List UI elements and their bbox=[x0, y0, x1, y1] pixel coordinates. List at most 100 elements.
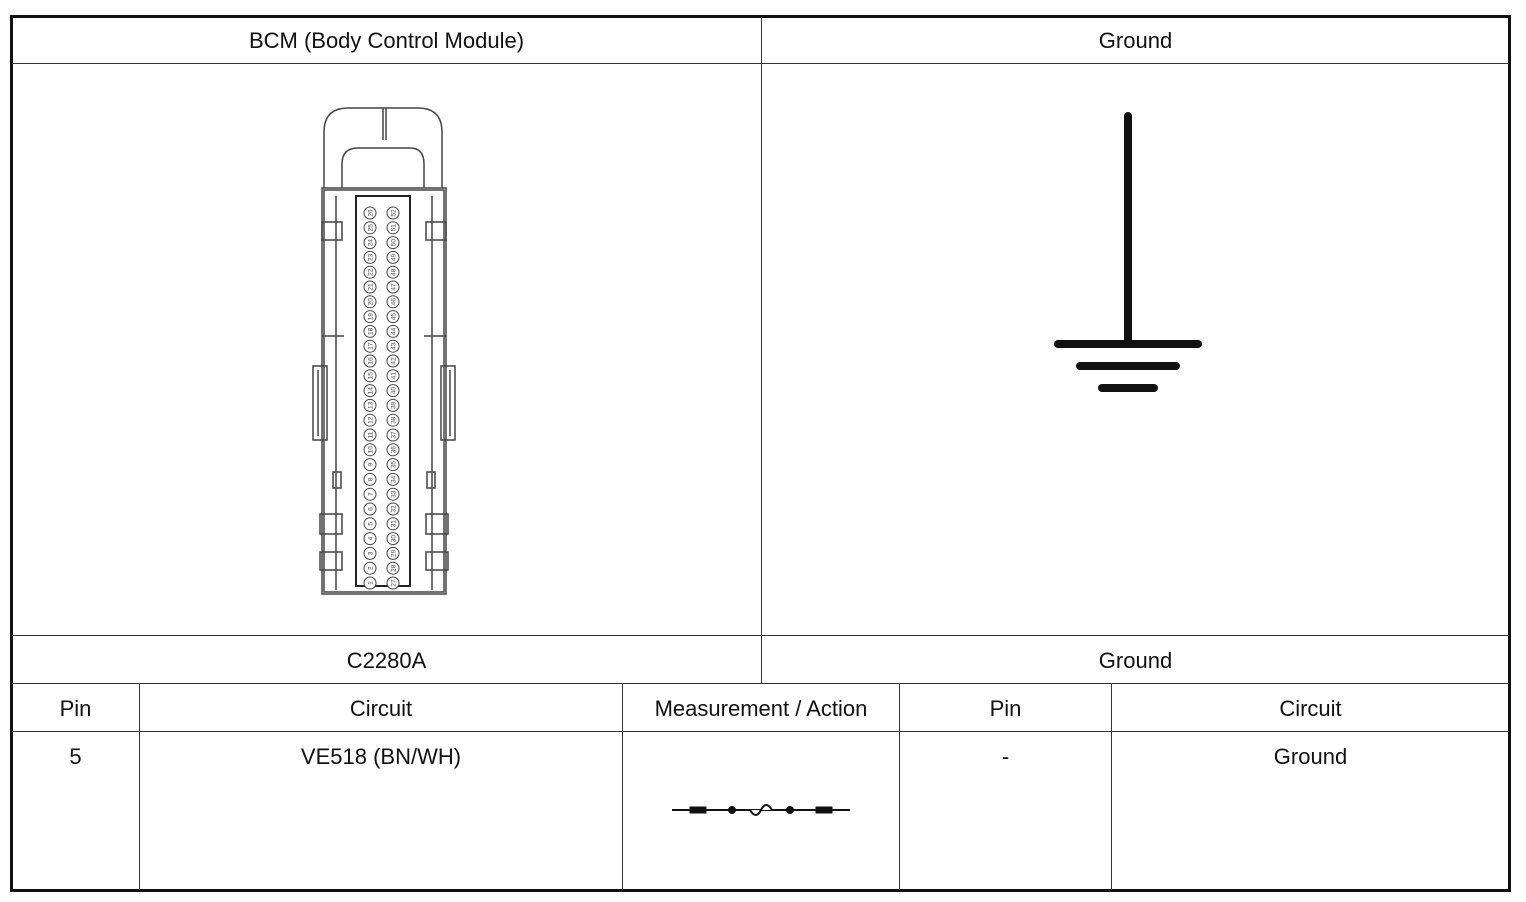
pin-cavity bbox=[363, 265, 377, 279]
pin-cavity bbox=[363, 354, 377, 368]
pin-number: 11 bbox=[368, 431, 375, 438]
pin-number: 8 bbox=[368, 477, 375, 481]
pin-number: 3 bbox=[368, 551, 375, 555]
pin-cavity bbox=[386, 398, 400, 412]
connector-id-right: Ground bbox=[1098, 648, 1173, 673]
pin-cavity bbox=[363, 206, 377, 220]
pin-number: 13 bbox=[368, 401, 375, 409]
divider bbox=[761, 17, 762, 683]
pin-cavity bbox=[363, 458, 377, 472]
pin-cavity bbox=[363, 295, 377, 309]
pin-number: 32 bbox=[391, 505, 398, 513]
pin-number: 50 bbox=[391, 239, 398, 247]
pin-cavity bbox=[386, 354, 400, 368]
pin-number: 17 bbox=[368, 342, 375, 350]
pin-cavity bbox=[363, 384, 377, 398]
pin-cavity bbox=[386, 517, 400, 531]
bcm-header: BCM (Body Control Module) bbox=[248, 28, 525, 53]
pin-number: 48 bbox=[391, 268, 398, 276]
pin-number: 23 bbox=[368, 253, 375, 261]
pin-cavity bbox=[363, 546, 377, 560]
pin-number: 49 bbox=[391, 253, 398, 261]
col-header-pin-left: Pin bbox=[59, 696, 92, 721]
pin-number: 14 bbox=[368, 387, 375, 395]
divider bbox=[12, 683, 1509, 684]
pin-cavity bbox=[386, 324, 400, 338]
pin-cavity bbox=[363, 428, 377, 442]
pin-number: 51 bbox=[391, 224, 398, 232]
pin-cavity bbox=[363, 250, 377, 264]
pin-number: 24 bbox=[368, 239, 375, 247]
pin-cavity bbox=[386, 265, 400, 279]
row-circuit-left: VE518 (BN/WH) bbox=[300, 744, 462, 769]
pin-cavity bbox=[386, 532, 400, 546]
pin-number: 27 bbox=[391, 579, 398, 587]
pin-number: 30 bbox=[391, 535, 398, 543]
pin-cavity bbox=[363, 517, 377, 531]
divider bbox=[622, 684, 623, 890]
divider bbox=[1111, 684, 1112, 890]
pin-cavity bbox=[363, 221, 377, 235]
resistance-measurement-icon bbox=[672, 804, 850, 816]
pin-number: 37 bbox=[391, 431, 398, 439]
pin-number: 52 bbox=[391, 209, 398, 217]
pin-number: 43 bbox=[391, 342, 398, 350]
pin-cavity bbox=[386, 546, 400, 560]
row-circuit-right: Ground bbox=[1273, 744, 1348, 769]
pin-number: 22 bbox=[368, 268, 375, 276]
pin-number: 39 bbox=[391, 401, 398, 409]
pin-cavity bbox=[386, 206, 400, 220]
pin-cavity bbox=[386, 339, 400, 353]
pin-number: 21 bbox=[368, 283, 375, 291]
col-header-circuit-right: Circuit bbox=[1279, 696, 1342, 721]
pinout-table bbox=[10, 15, 1511, 892]
pin-cavity bbox=[386, 487, 400, 501]
pin-number: 25 bbox=[368, 224, 375, 232]
pin-cavity bbox=[363, 413, 377, 427]
pin-number: 35 bbox=[391, 461, 398, 469]
connector-c2280a-icon: 2625242322212019181716151413121110987654… bbox=[312, 107, 456, 595]
pin-number: 40 bbox=[391, 387, 398, 395]
pin-number: 42 bbox=[391, 357, 398, 365]
pin-cavity bbox=[386, 295, 400, 309]
pin-number: 36 bbox=[391, 446, 398, 454]
pin-number: 4 bbox=[368, 536, 375, 540]
connector-id-left: C2280A bbox=[346, 648, 427, 673]
pin-number: 33 bbox=[391, 490, 398, 498]
pin-cavity bbox=[386, 428, 400, 442]
divider bbox=[12, 63, 1509, 64]
col-header-pin-right: Pin bbox=[989, 696, 1022, 721]
pin-number: 9 bbox=[368, 462, 375, 466]
pin-cavity bbox=[363, 339, 377, 353]
pin-number: 45 bbox=[391, 313, 398, 321]
divider bbox=[139, 684, 140, 890]
pin-cavity bbox=[363, 398, 377, 412]
pin-cavity bbox=[363, 532, 377, 546]
pin-cavity bbox=[386, 443, 400, 457]
pin-number: 46 bbox=[391, 298, 398, 306]
pin-number: 1 bbox=[368, 581, 375, 585]
pin-cavity bbox=[363, 369, 377, 383]
ground-symbol-icon bbox=[1054, 112, 1202, 392]
divider bbox=[899, 684, 900, 890]
pin-number: 34 bbox=[391, 475, 398, 483]
pin-cavity bbox=[363, 561, 377, 575]
pin-number: 16 bbox=[368, 357, 375, 365]
pin-cavity bbox=[363, 236, 377, 250]
pin-cavity bbox=[386, 221, 400, 235]
row-pin-right: - bbox=[1001, 744, 1010, 769]
pin-cavity bbox=[386, 384, 400, 398]
pin-cavity bbox=[363, 576, 377, 590]
col-header-circuit-left: Circuit bbox=[349, 696, 413, 721]
pin-cavity bbox=[363, 502, 377, 516]
pin-number: 47 bbox=[391, 283, 398, 291]
pin-cavity bbox=[363, 280, 377, 294]
divider bbox=[12, 731, 1509, 732]
pin-number: 15 bbox=[368, 372, 375, 380]
pin-cavity bbox=[363, 443, 377, 457]
pin-cavity bbox=[386, 369, 400, 383]
pin-number: 5 bbox=[368, 522, 375, 526]
pin-number: 7 bbox=[368, 492, 375, 496]
pin-number: 12 bbox=[368, 416, 375, 424]
pin-number: 19 bbox=[368, 313, 375, 321]
